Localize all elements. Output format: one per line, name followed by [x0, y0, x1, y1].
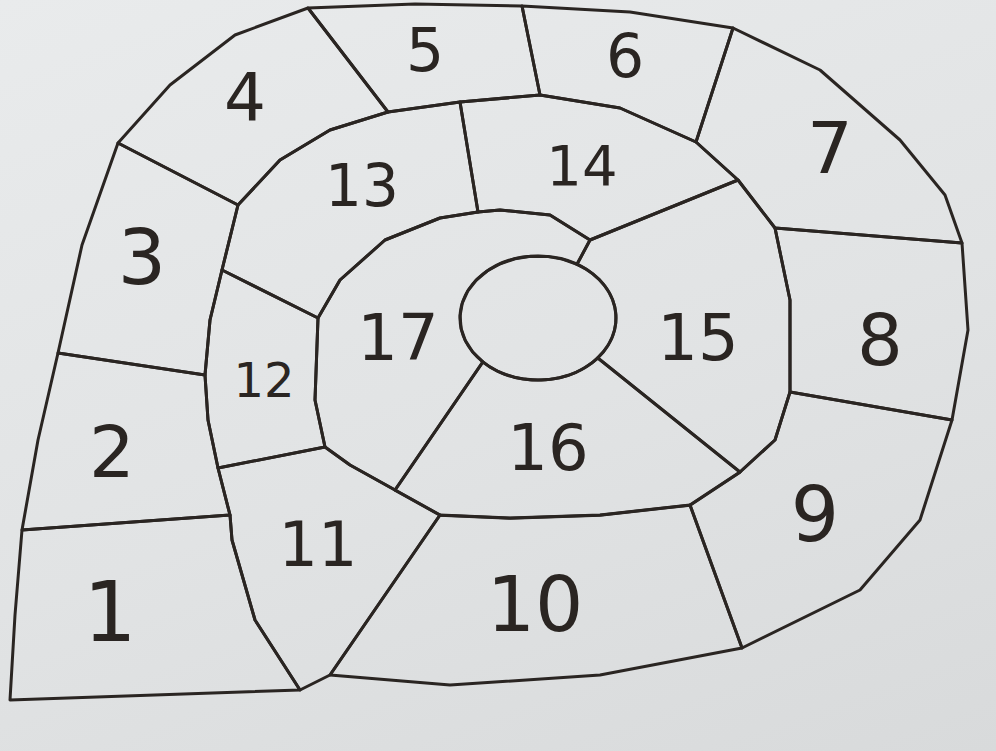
cell-outline	[58, 143, 238, 375]
board-cell: 2	[22, 353, 230, 530]
cell-outline	[395, 358, 740, 518]
cell-number-holder: 8	[857, 304, 903, 376]
board-cell: 1	[10, 515, 300, 700]
cell-number-holder: 9	[791, 477, 839, 553]
cell-number: 10	[487, 567, 584, 643]
cell-number: 6	[606, 26, 644, 86]
cell-number-holder: 2	[89, 416, 135, 488]
cell-outline	[308, 4, 540, 112]
cell-number-holder: 14	[546, 138, 617, 194]
cell-number-holder: 17	[357, 306, 438, 370]
cell-outline	[10, 515, 300, 700]
cell-number: 17	[357, 306, 438, 370]
cell-number-holder: 11	[279, 514, 358, 576]
cell-number: 16	[507, 416, 588, 480]
cell-outline	[22, 353, 230, 530]
cell-outline	[218, 447, 440, 690]
cell-number-holder: 4	[224, 65, 266, 131]
cell-number: 4	[224, 65, 266, 131]
cell-number: 7	[807, 112, 853, 184]
board-cell: 5	[308, 4, 540, 112]
cell-outline	[222, 102, 478, 318]
cell-number-holder: 6	[606, 26, 644, 86]
cell-number-holder: 15	[657, 306, 738, 370]
cell-outline	[775, 228, 968, 420]
cell-number-holder: 16	[507, 416, 588, 480]
cell-number: 5	[406, 20, 444, 80]
cell-outline-layer	[10, 515, 300, 700]
board-cell: 10	[330, 505, 742, 685]
cell-number-holder: 1	[83, 570, 136, 654]
cell-number-holder: 7	[807, 112, 853, 184]
cell-number: 14	[546, 138, 617, 194]
board-cell: 12	[205, 270, 325, 468]
cell-number: 1	[83, 570, 136, 654]
cell-outline	[696, 28, 962, 243]
cell-number-holder: 10	[487, 567, 584, 643]
cell-outline	[460, 95, 738, 240]
cell-number: 13	[325, 157, 399, 215]
cell-number-holder: 3	[118, 220, 166, 296]
board-cell: 16	[395, 358, 740, 518]
cell-number: 12	[233, 356, 294, 404]
board-cell: 14	[460, 95, 738, 240]
board-cell: 13	[222, 102, 478, 318]
cell-number: 9	[791, 477, 839, 553]
cell-outline	[205, 270, 325, 468]
cell-number: 8	[857, 304, 903, 376]
cell-outline	[330, 505, 742, 685]
board-cell: 8	[775, 228, 968, 420]
board-cell: 3	[58, 143, 238, 375]
cell-number: 3	[118, 220, 166, 296]
cell-number-holder: 5	[406, 20, 444, 80]
cell-number: 2	[89, 416, 135, 488]
cell-number-holder: 13	[325, 157, 399, 215]
board-cell: 11	[218, 447, 440, 690]
cell-number: 15	[657, 306, 738, 370]
cell-outline	[315, 210, 590, 490]
cell-number: 11	[279, 514, 358, 576]
cell-number-holder: 12	[233, 356, 294, 404]
board-cell: 7	[696, 28, 962, 243]
